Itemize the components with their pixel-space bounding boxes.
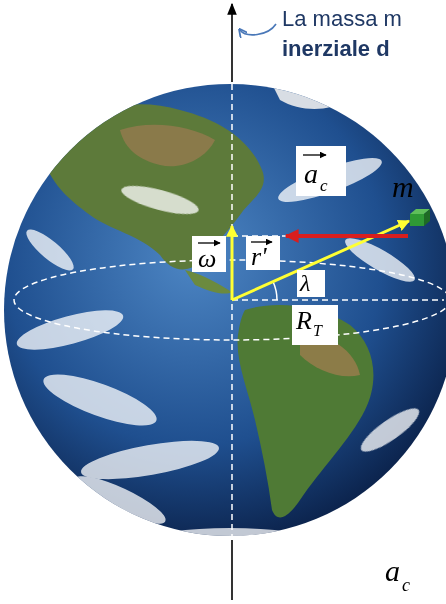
subscript: c — [402, 576, 410, 594]
rotation-arrow — [240, 24, 276, 35]
rotation-axis — [231, 4, 233, 82]
vector-symbol: ω — [198, 246, 216, 272]
latitude-arc — [273, 282, 277, 300]
caption-text: La massa m — [282, 8, 402, 30]
rotation-axis — [231, 540, 233, 600]
north-america — [40, 104, 264, 269]
vector-sign — [303, 154, 326, 155]
label-ground — [297, 270, 325, 297]
subscript: c — [320, 177, 328, 194]
equator — [14, 260, 446, 340]
vector-sign — [198, 242, 220, 243]
caption-text: inerziale d — [282, 38, 390, 60]
position-vector — [232, 221, 409, 300]
mass-symbol: m — [392, 172, 414, 202]
greenland — [270, 79, 345, 109]
mass-cube — [410, 209, 430, 226]
axis-dashed — [231, 84, 233, 538]
central-america — [185, 270, 232, 294]
vector-symbol: a — [304, 160, 318, 188]
land-desert — [120, 125, 215, 166]
earth-globe — [4, 84, 446, 536]
radius-symbol: R — [296, 308, 312, 334]
vector-symbol: r' — [251, 244, 267, 270]
omega-vector — [231, 226, 234, 300]
radius-line — [232, 299, 444, 301]
formula-symbol: a — [385, 556, 400, 586]
label-ground — [192, 236, 226, 272]
earth-surface — [13, 79, 424, 552]
vector-sign — [251, 241, 272, 242]
subscript: T — [313, 323, 322, 339]
label-ground — [292, 305, 338, 345]
centripetal-acceleration — [286, 234, 408, 238]
label-ground — [296, 146, 346, 196]
angle-symbol: λ — [300, 271, 310, 295]
label-ground — [246, 236, 280, 270]
south-america — [238, 305, 374, 517]
clouds — [13, 150, 424, 552]
